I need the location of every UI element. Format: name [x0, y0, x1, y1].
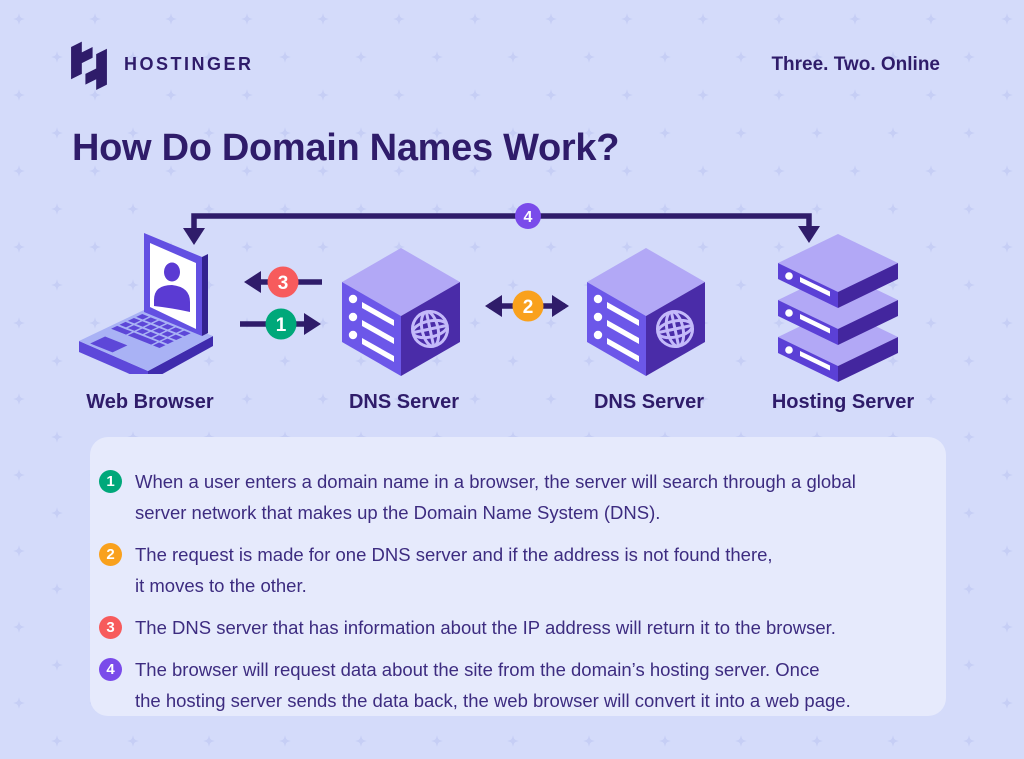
step-1-text: When a user enters a domain name in a br…: [135, 471, 856, 523]
brand-text: HOSTINGER: [124, 53, 254, 74]
label-web-browser: Web Browser: [86, 391, 214, 413]
keyboard: [90, 314, 191, 353]
step-2-text: The request is made for one DNS server a…: [135, 544, 773, 596]
step-4-text: The browser will request data about the …: [135, 659, 851, 711]
step-2-badge: 2: [99, 543, 122, 566]
step-2: 2 The request is made for one DNS server…: [99, 539, 934, 601]
step-4: 4 The browser will request data about th…: [99, 654, 934, 716]
label-dns-server-1: DNS Server: [348, 391, 460, 413]
server-slots: [593, 294, 639, 362]
server-slots: [348, 294, 394, 362]
steps-panel: 1 When a user enters a domain name in a …: [90, 437, 946, 716]
globe-icon: [656, 310, 694, 348]
brand-tagline: Three. Two. Online: [771, 54, 940, 75]
step-3-badge: 3: [99, 616, 122, 639]
user-avatar: [154, 262, 190, 312]
globe-icon: [411, 310, 449, 348]
label-dns-server-2: DNS Server: [593, 391, 705, 413]
label-hosting-server: Hosting Server: [771, 391, 915, 413]
dns-server-icon: [342, 248, 460, 376]
step-3-text: The DNS server that has information abou…: [135, 617, 836, 638]
step-4-badge: 4: [99, 658, 122, 681]
hosting-server-icon: [778, 234, 898, 382]
dns-server-icon-2: [587, 248, 705, 376]
step-3: 3 The DNS server that has information ab…: [99, 612, 934, 643]
laptop-lid: [144, 233, 208, 336]
step-1: 1 When a user enters a domain name in a …: [99, 466, 934, 528]
laptop-icon: [79, 233, 213, 374]
hostinger-logo-icon: [71, 41, 107, 90]
hostinger-logo: HOSTINGER: [66, 38, 254, 90]
trackpad: [90, 336, 128, 353]
page-title: How Do Domain Names Work?: [72, 127, 620, 169]
server-slab: [778, 234, 898, 308]
step-1-badge: 1: [99, 470, 122, 493]
